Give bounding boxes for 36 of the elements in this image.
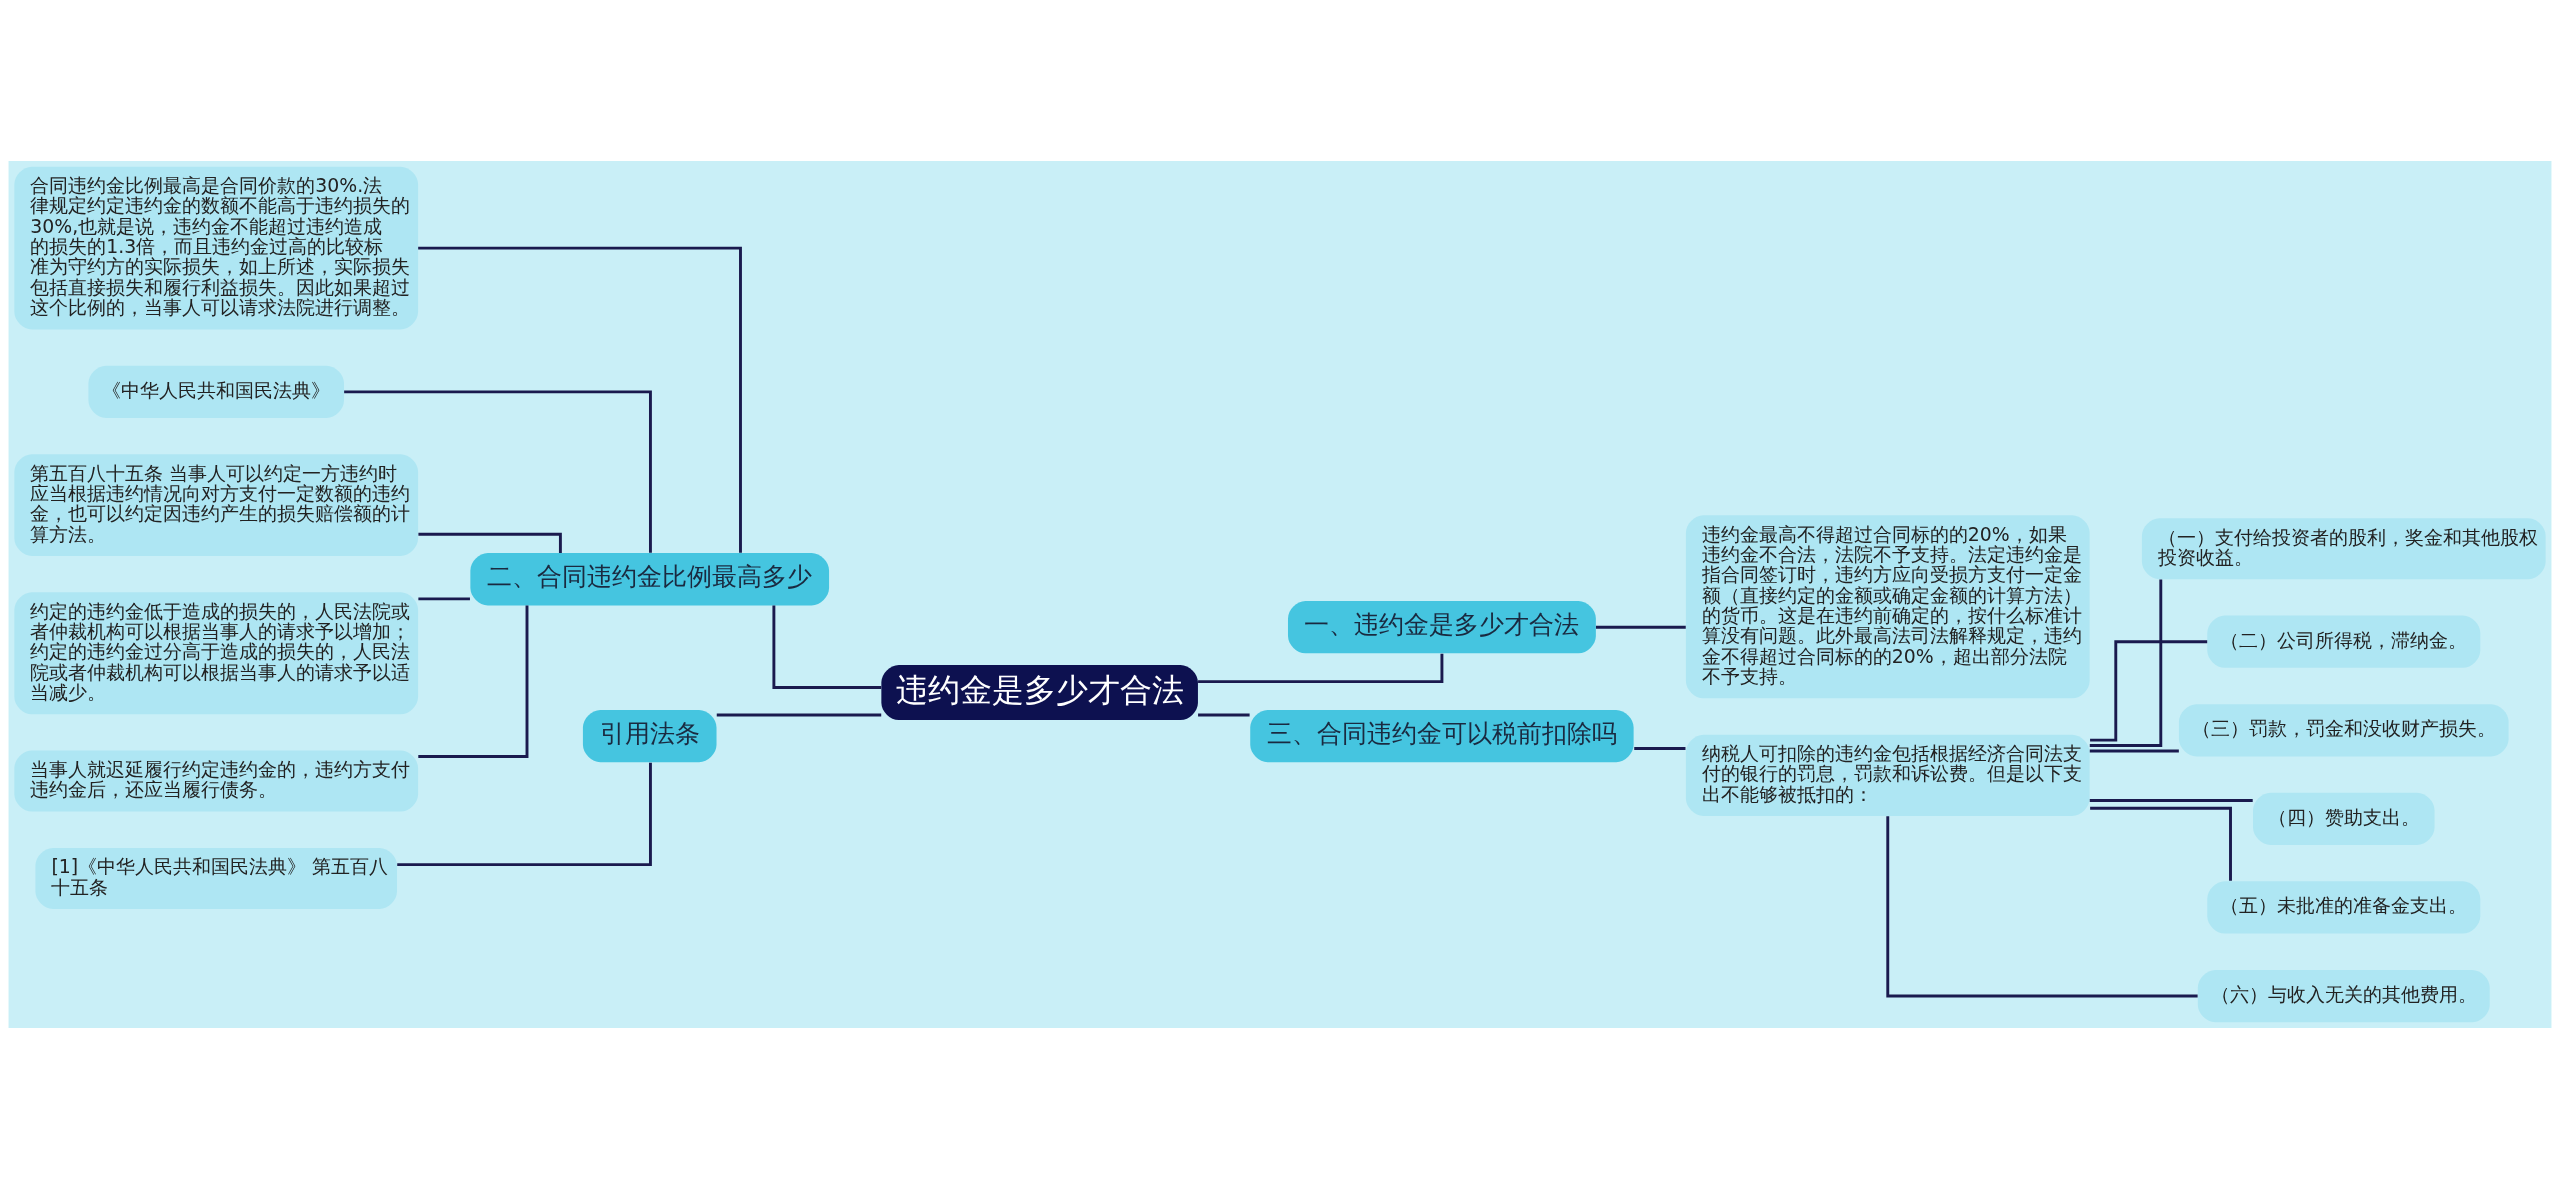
node-box: 当事人就迟延履行约定违约金的，违约方支付违约金后，还应当履行债务。 (14, 750, 419, 812)
node-box: （五）未批准的准备金支出。 (2207, 881, 2481, 934)
connector (418, 597, 470, 601)
node-box: 引用法条 (582, 709, 717, 763)
node-box: 《中华人民共和国民法典》 (88, 365, 344, 419)
node-box: 二、合同违约金比例最高多少 (470, 553, 830, 606)
connector (418, 532, 562, 554)
connector (418, 605, 529, 758)
node-box: 约定的违约金低于造成的损失的，人民法院或者仲裁机构可以根据当事人的请求予以增加；约定的违约金过分高于造成的损失的，人民法院或者仲裁机构可以根据当事人的请求予以适当减少。 (14, 592, 419, 715)
connector (397, 762, 652, 867)
connector (2089, 579, 2163, 747)
node-box: （三）罚款，罚金和没收财产损失。 (2178, 704, 2509, 757)
node-box: 违约金最高不得超过合同标的的20%，如果违约金不合法，法院不予支持。法定违约金是指合同签订时，违约方应向受损方支付一定金额（直接约定的金额或确定金额的计算方法）的货币。这是在违约前确定的，按什么标准计算没有问题。此外最高法司法解释规定，违约金不得超过合同标的的20%，超出部分法院不予支持。 (1685, 515, 2090, 699)
node-box: 第五百八十五条 当事人可以约定一方违约时应当根据违约情况向对方支付一定数额的违约金，也可以约定因违约产生的损失赔偿额的计算方法。 (14, 454, 419, 556)
node-box: （四）赞助支出。 (2253, 792, 2435, 845)
connector (2089, 799, 2253, 802)
connector (344, 390, 652, 553)
connector (2090, 806, 2232, 881)
node-box: 违约金是多少才合法 (881, 664, 1198, 721)
connector (1634, 747, 1686, 750)
connector (2089, 749, 2179, 753)
node-box: 一、违约金是多少才合法 (1288, 601, 1596, 654)
connector (1886, 816, 2198, 998)
connector (716, 713, 882, 717)
node-box: 纳税人可扣除的违约金包括根据经济合同法支付的银行的罚息，罚款和诉讼费。但是以下支出不能够被抵扣的： (1685, 734, 2090, 816)
node-box: 三、合同违约金可以税前扣除吗 (1250, 709, 1634, 763)
connector (1596, 625, 1686, 629)
node-box: （一）支付给投资者的股利，奖金和其他股权投资收益。 (2141, 518, 2546, 580)
node-box: 合同违约金比例最高是合同价款的30%.法律规定约定违约金的数额不能高于违约损失的30%,也就是说，违约金不能超过违约造成的损失的1.3倍，而且违约金过高的比较标准为守约方的实际损失，如上所述，实际损失包括直接损失和履行利益损失。因此如果超过这个比例的，当事人可以请求法院进行调整。 (14, 166, 419, 330)
node-box: （六）与收入无关的其他费用。 (2197, 969, 2490, 1023)
connector (1198, 713, 1250, 717)
node-box: [1]《中华人民共和国民法典》 第五百八十五条 (35, 847, 398, 909)
connector (418, 246, 742, 553)
connector (772, 605, 882, 689)
connector (2090, 640, 2208, 742)
node-box: （二）公司所得税，滞纳金。 (2207, 615, 2481, 668)
